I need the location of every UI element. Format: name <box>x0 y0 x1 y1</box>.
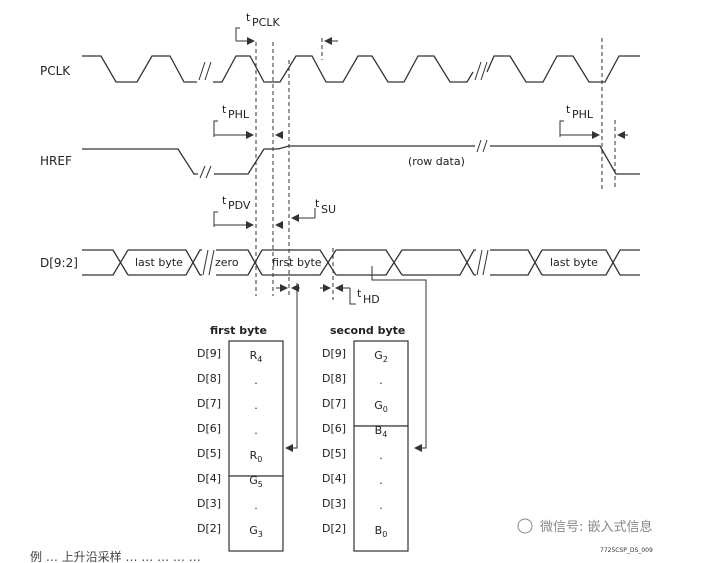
svg-text:微信号: 嵌入式信息: 微信号: 嵌入式信息 <box>540 519 653 535</box>
t-pclk-annotation: t PCLK <box>235 11 338 45</box>
first-byte-bit-value: . <box>254 399 258 412</box>
second-byte-pin-label: D[4] <box>322 472 346 485</box>
href-waveform: (row data) <box>82 139 640 179</box>
first-byte-pin-label: D[3] <box>197 497 221 510</box>
first-byte-bit-value: . <box>254 374 258 387</box>
second-byte-bit-value: . <box>379 374 383 387</box>
data-bus-label: D[9:2] <box>40 256 78 270</box>
t-hd-annotation: t HD <box>320 284 380 306</box>
second-byte-title: second byte <box>330 324 405 337</box>
svg-text:t: t <box>222 103 227 116</box>
second-byte-pin-label: D[9] <box>322 347 346 360</box>
first-byte-pin-label: D[5] <box>197 447 221 460</box>
t-su-annotation: t SU <box>291 197 336 222</box>
t-pdv-label: PDV <box>228 199 251 212</box>
first-byte-pin-label: D[8] <box>197 372 221 385</box>
second-byte-pin-label: D[6] <box>322 422 346 435</box>
svg-text:t: t <box>357 287 362 300</box>
t-phl2-label: PHL <box>572 108 594 121</box>
first-byte-table: first byte D[9]R4D[8].D[7].D[6].D[5]R0D[… <box>197 324 284 552</box>
data-bus-waveform: last byte zero first byte last byte <box>82 249 640 276</box>
first-byte-bit-value: . <box>254 424 258 437</box>
row-data-label: (row data) <box>408 155 465 168</box>
t-su-label: SU <box>321 203 336 216</box>
second-byte-pin-label: D[8] <box>322 372 346 385</box>
svg-text:t: t <box>222 194 227 207</box>
last-byte-2: last byte <box>550 256 598 269</box>
svg-text:t: t <box>566 103 571 116</box>
reference-lines <box>255 38 616 300</box>
href-label: HREF <box>40 154 72 168</box>
first-byte-pin-label: D[4] <box>197 472 221 485</box>
second-byte-table: second byte D[9]G2D[8].D[7]G0D[6]B4D[5].… <box>322 324 409 552</box>
t-phl-label: PHL <box>228 108 250 121</box>
zero-label: zero <box>215 256 239 269</box>
second-byte-bit-value: . <box>379 449 383 462</box>
pclk-label: PCLK <box>40 64 71 78</box>
last-byte-1: last byte <box>135 256 183 269</box>
second-byte-pin-label: D[7] <box>322 397 346 410</box>
first-byte-label: first byte <box>272 256 322 269</box>
first-byte-route <box>285 283 298 452</box>
second-byte-pin-label: D[5] <box>322 447 346 460</box>
first-byte-pin-label: D[9] <box>197 347 221 360</box>
second-byte-pin-label: D[3] <box>322 497 346 510</box>
second-byte-route <box>371 266 427 452</box>
first-byte-bit-value: . <box>254 499 258 512</box>
first-byte-pin-label: D[6] <box>197 422 221 435</box>
second-byte-bit-value: . <box>379 474 383 487</box>
first-byte-pin-label: D[7] <box>197 397 221 410</box>
svg-text:t: t <box>246 11 251 24</box>
bottom-caption-fragment: 例 … 上升沿采样 … … … … … <box>30 549 201 563</box>
watermark: 微信号: 嵌入式信息 <box>517 518 653 535</box>
t-phl-annotation: t PHL <box>213 103 283 139</box>
first-byte-pin-label: D[2] <box>197 522 221 535</box>
t-phl2-annotation: t PHL <box>559 103 628 139</box>
t-hd-label: HD <box>363 293 380 306</box>
t-pclk-label: PCLK <box>252 16 280 29</box>
figure-id: 7725CSP_DS_009 <box>600 547 653 554</box>
second-byte-pin-label: D[2] <box>322 522 346 535</box>
pclk-waveform <box>82 55 640 83</box>
svg-text:t: t <box>315 197 320 210</box>
second-byte-bit-value: . <box>379 499 383 512</box>
t-pdv-annotation: t PDV <box>213 194 283 229</box>
first-byte-title: first byte <box>210 324 267 337</box>
